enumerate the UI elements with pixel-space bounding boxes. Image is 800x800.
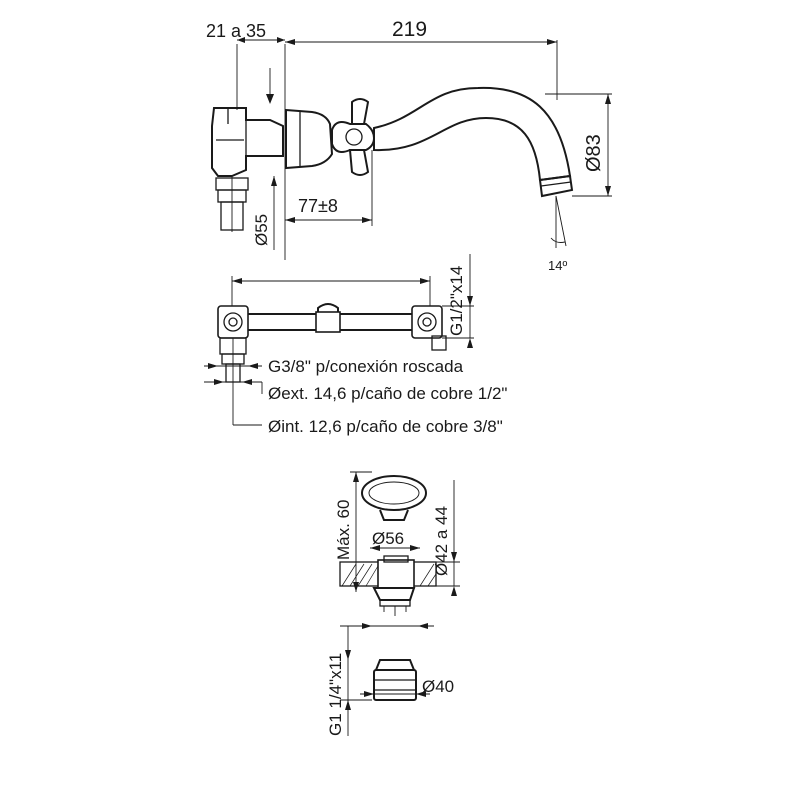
note-conn: G3/8" p/conexión roscada	[268, 357, 464, 376]
dim-depth-label: 77±8	[298, 196, 338, 216]
knob	[361, 475, 427, 521]
dim-flange-dia-label: Ø55	[252, 214, 271, 246]
cross-handle	[331, 98, 376, 176]
dim-wall-label: 21 a 35	[206, 21, 266, 41]
dim-56-label: Ø56	[372, 529, 404, 548]
note-ext: Øext. 14,6 p/caño de cobre 1/2"	[268, 384, 507, 403]
dim-max-label: Máx. 60	[334, 500, 353, 560]
top-view: 21 a 35 219	[206, 18, 612, 273]
bottom-view: Máx. 60 Ø56 Ø42 a 44	[326, 471, 460, 736]
flange	[285, 108, 334, 170]
dim-angle-label: 14º	[548, 258, 567, 273]
dim-spout-dia-label: Ø83	[583, 134, 605, 172]
dim-thread-label: G1/2"x14	[447, 266, 466, 336]
note-int: Øint. 12,6 p/caño de cobre 3/8"	[268, 417, 503, 436]
middle-view: G1/2"x14 G3/8" p/conexión roscada Øext. …	[204, 254, 507, 436]
spout	[373, 86, 572, 182]
dim-length-label: 219	[392, 18, 427, 41]
dim-42-label: Ø42 a 44	[432, 506, 451, 576]
valve-body	[211, 107, 284, 177]
dim-40-label: Ø40	[422, 677, 454, 696]
dim-thread-bottom-label: G1 1/4"x11	[326, 653, 345, 736]
